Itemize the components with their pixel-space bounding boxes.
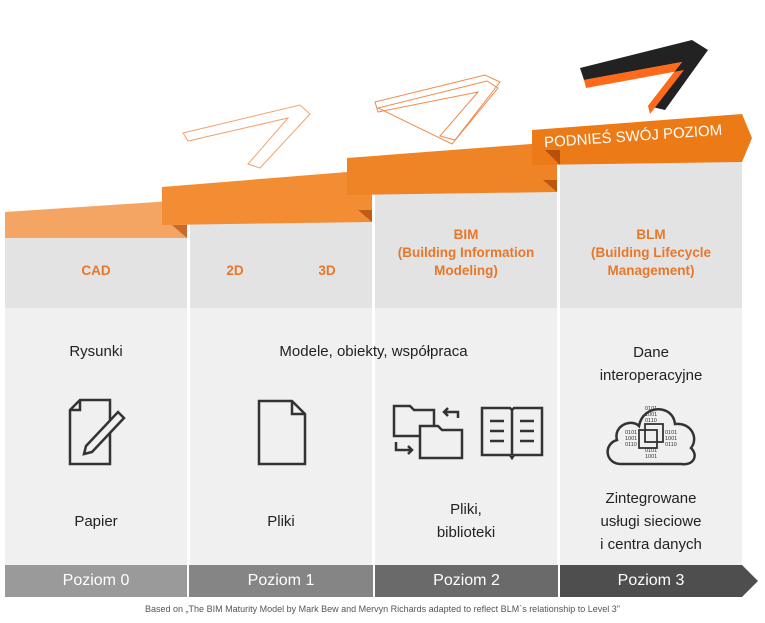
paper-label: Papier bbox=[74, 513, 118, 530]
footnote: Based on „The BIM Maturity Model by Mark… bbox=[145, 604, 620, 614]
cad-heading: CAD bbox=[81, 263, 111, 278]
bim-heading: BIM (Building Information Modeling) bbox=[397, 227, 535, 278]
level-2: Poziom 2 bbox=[433, 572, 500, 589]
file-icon bbox=[257, 399, 307, 466]
integrated-services-label: Zintegrowane usługi sieciowe i centra da… bbox=[600, 490, 702, 553]
svg-text:0101: 0101 bbox=[645, 406, 657, 412]
shared-models-label: Modele, obiekty, współpraca bbox=[279, 343, 468, 360]
drawings-label: Rysunki bbox=[69, 343, 123, 360]
files-libraries-label: Pliki, biblioteki bbox=[436, 501, 496, 541]
step-ribbons bbox=[5, 114, 752, 238]
folders-exchange-icon bbox=[392, 404, 464, 460]
open-book-icon bbox=[480, 406, 544, 461]
level-1: Poziom 1 bbox=[247, 572, 315, 589]
level-0: Poziom 0 bbox=[62, 572, 130, 589]
level-bar bbox=[5, 565, 758, 597]
3d-heading: 3D bbox=[318, 263, 336, 278]
svg-text:0101: 0101 bbox=[645, 448, 657, 454]
svg-text:1001: 1001 bbox=[665, 436, 677, 442]
svg-text:0110: 0110 bbox=[665, 442, 677, 448]
2d-heading: 2D bbox=[226, 263, 244, 278]
svg-text:1001: 1001 bbox=[645, 454, 657, 460]
files-label: Pliki bbox=[267, 513, 295, 530]
svg-text:1001: 1001 bbox=[625, 436, 637, 442]
svg-text:0101: 0101 bbox=[625, 430, 637, 436]
level-3: Poziom 3 bbox=[617, 572, 685, 589]
svg-text:0110: 0110 bbox=[625, 442, 637, 448]
svg-text:0101: 0101 bbox=[665, 430, 677, 436]
svg-text:1001: 1001 bbox=[645, 412, 657, 418]
outline-seven-logo bbox=[182, 104, 311, 169]
wireframe-seven-logo bbox=[374, 74, 501, 145]
paper-pencil-icon bbox=[68, 398, 126, 466]
solid-seven-logo bbox=[580, 40, 708, 114]
blm-heading: BLM (Building Lifecycle Management) bbox=[590, 227, 712, 278]
svg-text:0110: 0110 bbox=[645, 418, 657, 424]
interop-data-label: Dane interoperacyjne bbox=[599, 344, 703, 384]
